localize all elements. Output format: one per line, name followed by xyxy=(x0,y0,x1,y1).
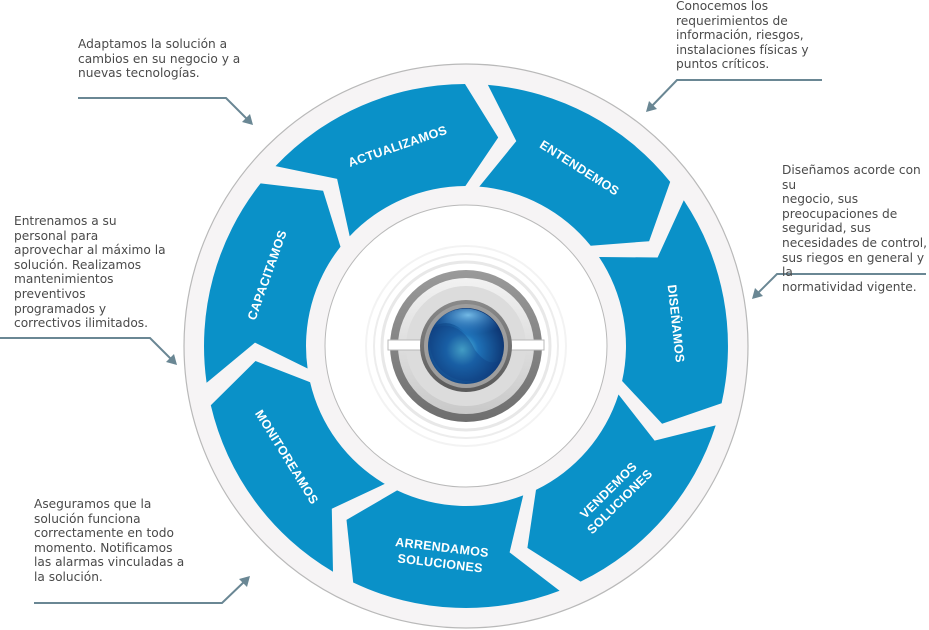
segment-actualizamos xyxy=(275,84,499,237)
note-line: correctivos ilimitados. xyxy=(14,316,149,331)
note-line: negocio, sus xyxy=(782,192,859,207)
note-line: mantenimientos xyxy=(14,272,114,287)
connector-entendemos xyxy=(646,79,822,112)
segment-disenamos xyxy=(599,200,728,424)
note-line: puntos críticos. xyxy=(676,57,770,72)
note-line: sus riegos en general y la xyxy=(782,250,925,280)
note-line: cambios en su negocio y a xyxy=(78,51,241,66)
note-line: momento. Notificamos xyxy=(34,540,173,555)
note-line: seguridad, sus xyxy=(782,221,871,236)
note-actualizamos: Adaptamos la solución a cambios en su ne… xyxy=(78,37,240,81)
note-line: normatividad vigente. xyxy=(782,279,917,294)
segment-vendemos xyxy=(527,394,716,582)
note-line: información, riesgos, xyxy=(676,28,804,43)
note-line: requerimientos de xyxy=(676,13,788,28)
connector-disenamos xyxy=(752,273,926,299)
note-line: nuevas tecnologías. xyxy=(78,66,200,81)
note-line: solución. Realizamos xyxy=(14,257,142,272)
connector-monitoreamos xyxy=(34,576,250,604)
segment-arrendamos xyxy=(346,490,560,609)
segment-capacitamos xyxy=(204,183,341,383)
note-line: las alarmas vinculadas a xyxy=(34,555,185,570)
segments-group: ENTENDEMOSDISEÑAMOSVENDEMOSSOLUCIONESARR… xyxy=(204,84,728,609)
note-line: Entrenamos a su xyxy=(14,214,117,228)
note-line: preventivos xyxy=(14,286,86,301)
note-line: Aseguramos que la xyxy=(34,497,152,511)
note-disenamos: Diseñamos acorde con su negocio, sus pre… xyxy=(782,163,929,294)
note-line: la solución. xyxy=(34,569,103,584)
note-entendemos: Conocemos los requerimientos de informac… xyxy=(676,0,809,72)
note-line: solución funciona xyxy=(34,511,141,526)
camera-lens-icon xyxy=(365,245,567,447)
note-line: preocupaciones de xyxy=(782,206,898,221)
segment-entendemos xyxy=(479,84,671,246)
note-line: aprovechar al máximo la xyxy=(14,243,166,258)
note-line: personal para xyxy=(14,228,99,243)
segment-monitoreamos xyxy=(210,361,385,572)
note-line: necesidades de control, xyxy=(782,235,928,250)
note-monitoreamos: Aseguramos que la solución funciona corr… xyxy=(34,497,184,585)
connector-capacitamos xyxy=(0,337,177,365)
note-line: correctamente en todo xyxy=(34,526,174,541)
connector-actualizamos xyxy=(78,97,253,125)
note-line: programados y xyxy=(14,301,107,316)
note-capacitamos: Entrenamos a su personal para aprovechar… xyxy=(14,214,166,331)
segment-label-arrendamos: ARRENDAMOSSOLUCIONES xyxy=(393,535,490,576)
note-line: Diseñamos acorde con su xyxy=(782,163,921,192)
note-line: Adaptamos la solución a xyxy=(78,37,228,51)
note-line: instalaciones físicas y xyxy=(676,42,809,57)
note-line: Conocemos los xyxy=(676,0,769,13)
